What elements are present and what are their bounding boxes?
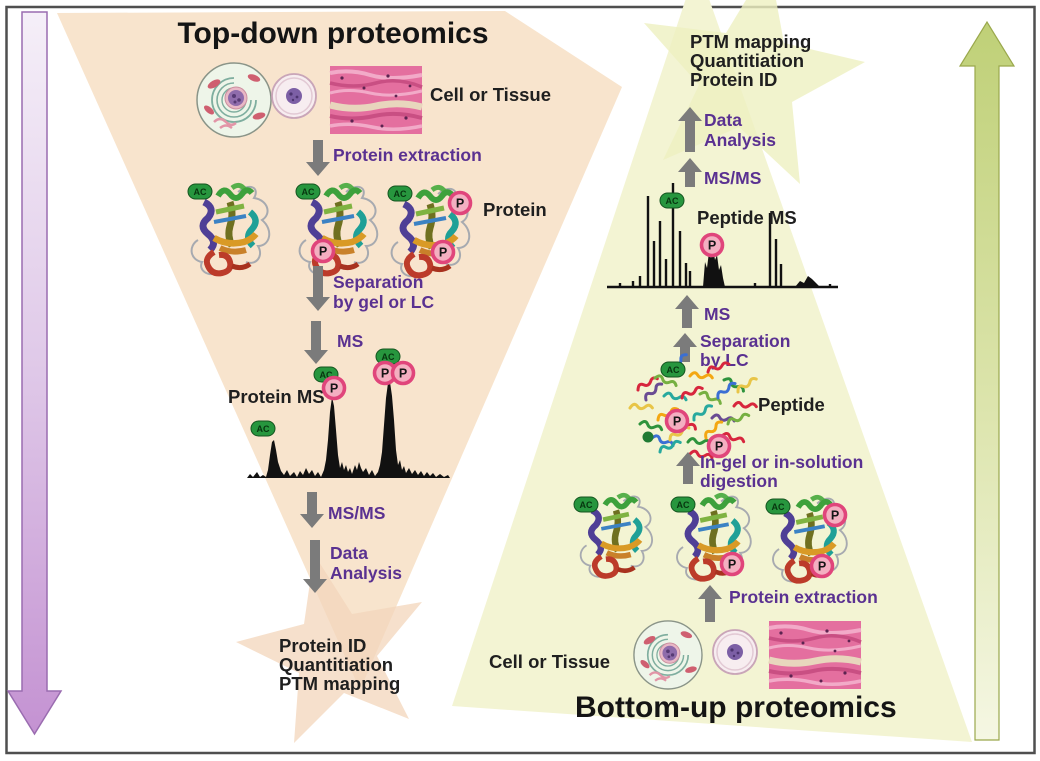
figure-border — [5, 5, 1036, 755]
cell-complex-icon — [632, 619, 704, 691]
up-arrow-icon — [673, 333, 697, 362]
cell-simple-icon — [271, 73, 317, 119]
bottom-up-step-msms: MS/MS — [704, 168, 761, 188]
phosphorylation-badge — [430, 239, 456, 265]
down-arrow-icon — [304, 321, 328, 364]
peptide-ms-spectrum — [607, 183, 838, 289]
top-down-direction-arrow — [6, 11, 63, 736]
top-down-outcome-star — [236, 554, 422, 743]
bottom-up-outcome-3: Protein ID — [690, 69, 777, 90]
acetylation-badge — [295, 183, 321, 200]
bottom-up-outcome-1: PTM mapping — [690, 31, 811, 52]
phosphorylation-badge — [719, 551, 745, 577]
top-down-title: Top-down proteomics — [177, 17, 488, 50]
acetylation-badge — [765, 498, 791, 515]
top-down-step-data-line2: Analysis — [330, 563, 402, 583]
phosphorylation-badge — [664, 408, 690, 434]
peptide-mixture-icon — [628, 351, 760, 464]
bottom-up-step-data-line2: Analysis — [704, 130, 776, 150]
acetylation-badge — [659, 192, 685, 209]
bottom-up-step-extraction: Protein extraction — [729, 587, 878, 607]
up-arrow-icon — [678, 107, 702, 152]
acetylation-badge — [387, 185, 413, 202]
top-down-outcome-3: PTM mapping — [279, 673, 400, 694]
top-down-sample-label: Cell or Tissue — [430, 84, 551, 105]
bottom-up-sample-label: Cell or Tissue — [489, 651, 610, 672]
top-down-step-extraction: Protein extraction — [333, 145, 482, 165]
tissue-icon — [330, 66, 422, 134]
acetylation-badge — [660, 361, 686, 378]
phosphorylation-badge — [447, 190, 473, 216]
down-arrow-icon — [306, 140, 330, 176]
top-down-step-data-line1: Data — [330, 543, 368, 563]
top-down-outcome-1: Protein ID — [279, 635, 366, 656]
bottom-up-outcome-star — [644, 0, 865, 184]
up-arrow-icon — [698, 585, 722, 622]
top-down-outcome-2: Quantitiation — [279, 654, 393, 675]
top-down-step-separation-line2: by gel or LC — [333, 292, 434, 312]
protein-label: Protein — [483, 199, 547, 220]
cell-simple-icon — [712, 629, 758, 675]
bottom-up-direction-arrow — [958, 20, 1016, 741]
peptide-ms-label: Peptide MS — [697, 207, 797, 228]
phosphorylation-badge — [809, 553, 835, 579]
phosphorylation-badge — [390, 360, 416, 386]
bottom-up-outcome-2: Quantitiation — [690, 50, 804, 71]
bottom-up-step-separation-line1: Separation — [700, 331, 790, 351]
bottom-up-step-data-line1: Data — [704, 110, 742, 130]
down-arrow-icon — [306, 266, 330, 311]
bottom-up-step-digestion-line1: In-gel or in-solution — [700, 452, 863, 472]
bottom-up-outcomes: PTM mapping Quantitiation Protein ID — [690, 31, 811, 90]
bottom-up-title: Bottom-up proteomics — [575, 691, 897, 724]
bottom-up-step-digestion-line2: digestion — [700, 471, 778, 491]
cell-complex-icon — [195, 61, 273, 139]
top-down-funnel-triangle — [57, 11, 622, 690]
bottom-up-step-separation-line2: by LC — [700, 350, 749, 370]
top-down-step-msms: MS/MS — [328, 503, 385, 523]
acetylation-badge — [250, 420, 276, 437]
down-arrow-icon — [300, 492, 324, 528]
phosphorylation-badge — [310, 238, 336, 264]
up-arrow-icon — [676, 452, 700, 484]
top-down-step-separation-line1: Separation — [333, 272, 423, 292]
acetylation-badge — [187, 183, 213, 200]
protein-ms-label: Protein MS — [228, 386, 325, 407]
bottom-up-step-ms: MS — [704, 304, 730, 324]
up-arrow-icon — [675, 295, 699, 328]
top-down-step-ms: MS — [337, 331, 363, 351]
acetylation-badge — [670, 496, 696, 513]
phosphorylation-badge — [822, 502, 848, 528]
bottom-up-pyramid-triangle — [452, 0, 972, 742]
up-arrow-icon — [678, 158, 702, 187]
down-arrow-icon — [303, 540, 327, 593]
tissue-icon — [769, 621, 861, 689]
phosphorylation-badge — [699, 232, 725, 258]
peptide-label: Peptide — [758, 394, 825, 415]
acetylation-badge — [573, 496, 599, 513]
top-down-outcomes: Protein ID Quantitiation PTM mapping — [279, 635, 400, 694]
phosphorylation-badge — [321, 375, 347, 401]
protein-ms-spectrum: Protein MS — [228, 348, 450, 478]
